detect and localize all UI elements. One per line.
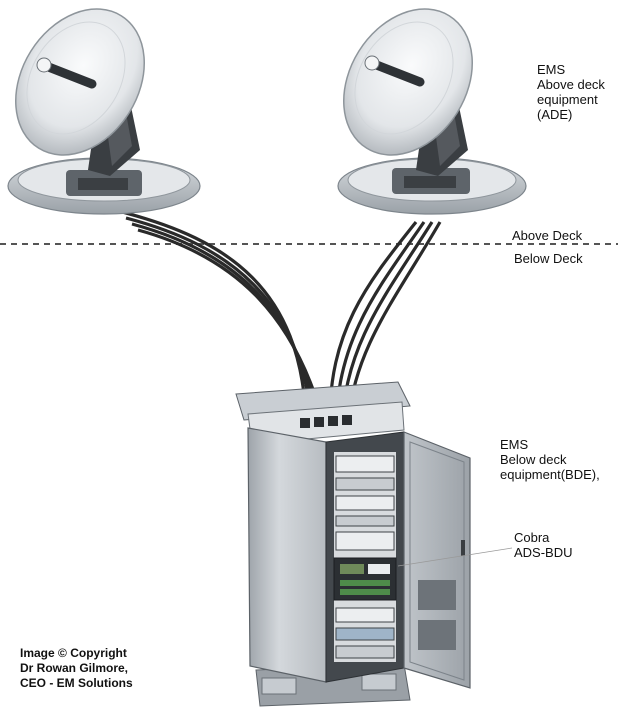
copyright-line-1: Image © Copyright: [20, 646, 127, 660]
bde-label-line-3: equipment(BDE),: [500, 467, 600, 482]
cobra-label-line-2: ADS-BDU: [514, 545, 573, 560]
antenna-left: [7, 8, 201, 215]
above-deck-label: Above Deck: [512, 228, 583, 243]
antenna-right: [337, 8, 527, 215]
copyright-line-3: CEO - EM Solutions: [20, 676, 133, 690]
cobra-ads-bdu-unit: [333, 557, 397, 601]
cobra-leader-line: [397, 547, 513, 567]
copyright-line-2: Dr Rowan Gilmore,: [20, 661, 129, 675]
ade-label-line-4: (ADE): [537, 107, 573, 122]
ade-label-line-1: EMS: [537, 62, 566, 77]
equipment-cabinet: [235, 381, 471, 707]
ade-label-line-2: Above deck: [537, 77, 605, 92]
bde-label-line-1: EMS: [500, 437, 529, 452]
cobra-label-line-1: Cobra: [514, 530, 550, 545]
copyright-notice: Image © Copyright Dr Rowan Gilmore, CEO …: [20, 646, 133, 691]
cable-bundle-left: [121, 210, 326, 425]
ade-label-line-3: equipment: [537, 92, 598, 107]
below-deck-label: Below Deck: [514, 251, 583, 266]
bde-label: EMS Below deck equipment(BDE),: [500, 437, 600, 482]
cobra-label: Cobra ADS-BDU: [514, 530, 573, 560]
ade-label: EMS Above deck equipment (ADE): [537, 62, 605, 122]
bde-label-line-2: Below deck: [500, 452, 567, 467]
